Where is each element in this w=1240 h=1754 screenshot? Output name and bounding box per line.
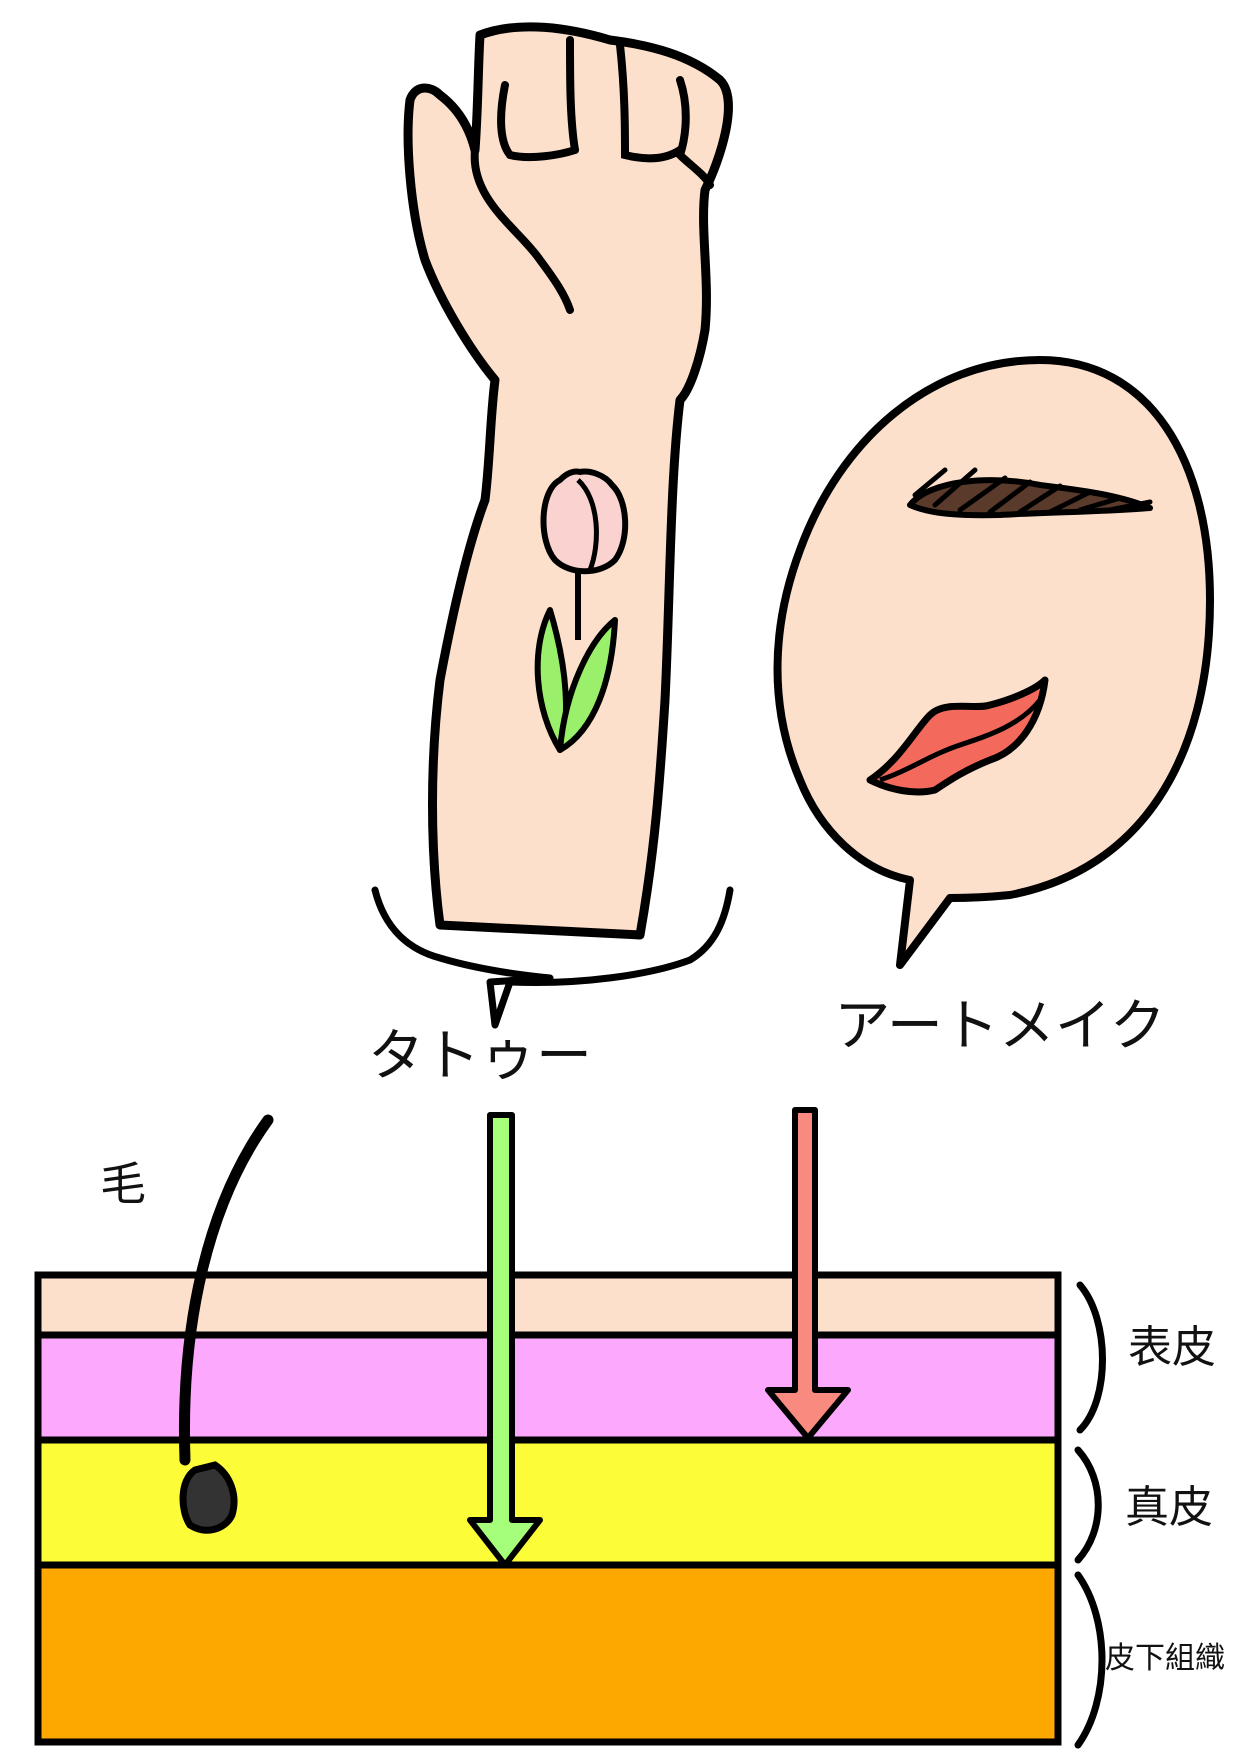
art-make-depth-arrow <box>765 1107 851 1441</box>
tattoo-callout-bracket <box>371 886 734 1029</box>
subcutaneous-layer <box>34 1561 1062 1746</box>
hair-label: 毛 <box>100 1157 146 1211</box>
face-speech-bubble-icon <box>773 356 1214 969</box>
subcutaneous-brace <box>1074 1571 1106 1749</box>
hair-strand-icon <box>179 1114 274 1534</box>
epidermis-brace <box>1076 1281 1106 1434</box>
epidermis-lower-layer <box>34 1331 1062 1444</box>
art-make-label: アートメイク <box>834 994 1166 1059</box>
subcutaneous-label: 皮下組織 <box>1105 1641 1225 1676</box>
dermis-label: 真皮 <box>1125 1482 1213 1533</box>
tattoo-label: タトゥー <box>368 1024 592 1089</box>
dermis-brace <box>1074 1446 1102 1564</box>
tattoo-depth-arrow <box>467 1112 543 1568</box>
skin-cross-section <box>34 1271 1062 1746</box>
tulip-tattoo-icon <box>534 468 629 753</box>
lips-icon <box>866 676 1049 796</box>
epidermis-label: 表皮 <box>1128 1322 1216 1373</box>
eyebrow-icon <box>907 467 1153 519</box>
